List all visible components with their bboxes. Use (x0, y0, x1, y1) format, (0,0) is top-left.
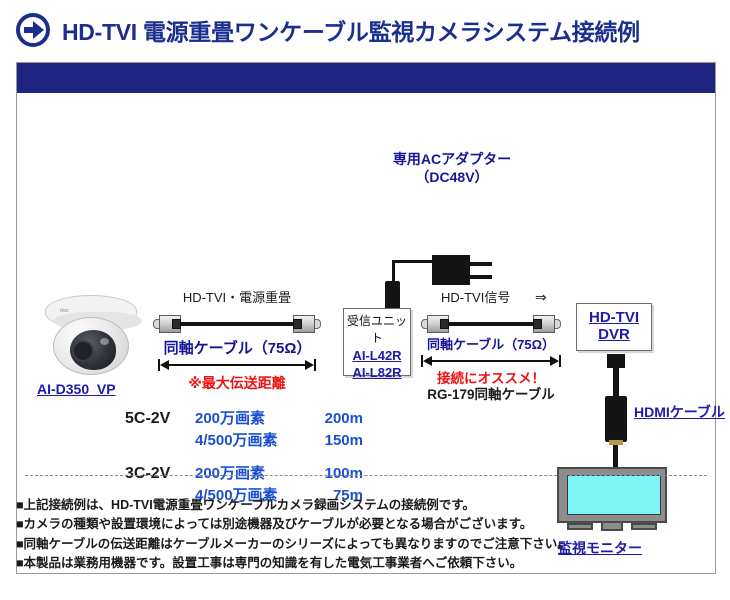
coax-wire (447, 322, 535, 326)
table-row: 3C-2V 200万画素 100m (125, 462, 363, 483)
dim-line (427, 360, 555, 362)
ac-prong-bottom (470, 275, 492, 279)
hdmi-connector-contacts (609, 440, 623, 445)
bnc-connector-right (533, 315, 561, 333)
dim-cap-right (559, 355, 561, 367)
dim-arrow-right (550, 356, 559, 366)
dim-line (164, 364, 310, 366)
monitor-foot-left (567, 523, 593, 530)
hdmi-wire-lower (613, 445, 618, 469)
monitor-neck (601, 523, 623, 531)
dvr-box[interactable]: HD-TVI DVR (576, 303, 652, 351)
dim-arrow-left (160, 360, 169, 370)
left-coax-cable-label: 同軸ケーブル（75Ω） (163, 340, 312, 357)
max-distance-note: ※最大伝送距離 (188, 375, 286, 391)
diagram-panel: ltec AI-D350_VP HD-TVI・電源重畳 同軸ケーブル（75Ω） (16, 62, 725, 574)
dim-arrow-right (305, 360, 314, 370)
dim-arrow-left (423, 356, 432, 366)
note-item: ■上記接続例は、HD-TVI電源重畳ワンケーブルカメラ録画システムの接続例です。 (16, 498, 475, 512)
table-row: 4/500万画素 75m (125, 484, 363, 505)
section-divider (25, 475, 707, 476)
bnc-connector-right (293, 315, 321, 333)
transmission-distance-table: 5C-2V 200万画素 200m 4/500万画素 150m 3C-2V 20… (125, 407, 363, 517)
monitor-foot-right (631, 523, 657, 530)
note-item: ■同軸ケーブルの伝送距離はケーブルメーカーのシリーズによっても異なりますのでご注… (16, 536, 570, 551)
dvr-label-line1: HD-TVI (589, 309, 639, 327)
ac-cord-vertical (392, 260, 395, 284)
ac-adapter-label-line2: （DC48V） (415, 169, 489, 185)
ac-adapter-icon (432, 255, 470, 285)
bnc-neck (440, 319, 449, 329)
dim-cap-left (421, 355, 423, 367)
ac-cord-horizontal (392, 260, 434, 263)
spec-group-3c2v: 3C-2V 200万画素 100m 4/500万画素 75m (125, 462, 363, 505)
flow-arrow-icon: ⇒ (535, 289, 547, 305)
right-cable-dimension (421, 355, 561, 367)
hdmi-wire-upper (613, 368, 619, 396)
ac-adapter-label-line1: 専用ACアダプター (392, 151, 512, 167)
table-row: 4/500万画素 150m (125, 429, 363, 450)
footer-notes: ■上記接続例は、HD-TVI電源重畳ワンケーブルカメラ録画システムの接続例です。… (16, 496, 716, 574)
page-title: HD-TVI 電源重畳ワンケーブル監視カメラシステム接続例 (62, 19, 640, 45)
ac-dc-plug (385, 281, 400, 311)
right-coax-cable-label: 同軸ケーブル（75Ω） (426, 337, 556, 352)
left-cable-signal-label: HD-TVI・電源重畳 (182, 290, 292, 305)
spec-distance: 100m (324, 465, 363, 482)
camera-model-label[interactable]: AI-D350_VP (37, 381, 116, 397)
receiver-model-2[interactable]: AI-L82R (352, 365, 402, 380)
note-item: ■本製品は業務用機器です。設置工事は専門の知識を有した電気工事業者へご依頼下さい… (16, 556, 523, 571)
spec-distance: 75m (332, 487, 363, 504)
monitor-bezel (557, 467, 667, 523)
camera-dome (53, 317, 129, 375)
table-row: 5C-2V 200万画素 200m (125, 407, 363, 428)
spec-distance: 150m (324, 432, 363, 449)
monitor-label[interactable]: 監視モニター (558, 540, 642, 556)
dim-cap-left (158, 359, 160, 371)
spec-pixels: 4/500万画素 (195, 432, 278, 449)
camera-lens-barrel (72, 340, 94, 362)
spec-cable-type: 5C-2V (125, 410, 171, 427)
hdmi-connector-top (607, 354, 625, 368)
arrow-shaft (24, 27, 36, 33)
bnc-neck (172, 319, 181, 329)
bnc-neck (293, 319, 302, 329)
dim-cap-right (314, 359, 316, 371)
spec-distance: 200m (324, 410, 363, 427)
camera-lens (70, 330, 116, 370)
bnc-connector-left (153, 315, 181, 333)
bnc-neck (533, 319, 542, 329)
receiver-unit-title: 受信ユニット (346, 314, 407, 345)
coax-wire (179, 322, 295, 326)
camera-lens-glint (100, 338, 109, 345)
receiver-unit-box: 受信ユニット AI-L42R AI-L82R (343, 308, 411, 380)
receiver-model-1[interactable]: AI-L42R (352, 348, 402, 363)
right-cable-signal-label: HD-TVI信号 (441, 290, 511, 305)
recommend-label-line2: RG-179同軸ケーブル (427, 387, 555, 402)
right-coax-cable-icon (421, 313, 561, 335)
bnc-connector-left (421, 315, 449, 333)
spec-group-5c2v: 5C-2V 200万画素 200m 4/500万画素 150m (125, 407, 363, 450)
camera-brand-logo: ltec (60, 308, 69, 314)
dvr-label-line2: DVR (598, 326, 630, 343)
spec-pixels: 200万画素 (195, 410, 266, 427)
circle-arrow-right-icon (16, 13, 50, 47)
dome-camera-icon: ltec (39, 295, 143, 379)
hdmi-cable-label[interactable]: HDMIケーブル (634, 404, 725, 420)
spec-pixels: 4/500万画素 (195, 487, 278, 504)
hdmi-connector-body (605, 396, 627, 442)
monitor-icon (557, 467, 673, 539)
ac-prong-top (470, 262, 492, 266)
left-coax-cable-icon (153, 313, 321, 335)
max-distance-dimension (158, 359, 316, 371)
panel-top-bar (17, 63, 715, 93)
spec-cable-type: 3C-2V (125, 465, 171, 482)
recommend-label-line1: 接続にオススメ！ (437, 371, 545, 386)
page-header: HD-TVI 電源重畳ワンケーブル監視カメラシステム接続例 (0, 0, 730, 58)
note-item: ■カメラの種類や設置環境によっては別途機器及びケーブルが必要となる場合がございま… (16, 517, 533, 532)
spec-pixels: 200万画素 (195, 465, 266, 482)
arrow-head (33, 21, 44, 39)
